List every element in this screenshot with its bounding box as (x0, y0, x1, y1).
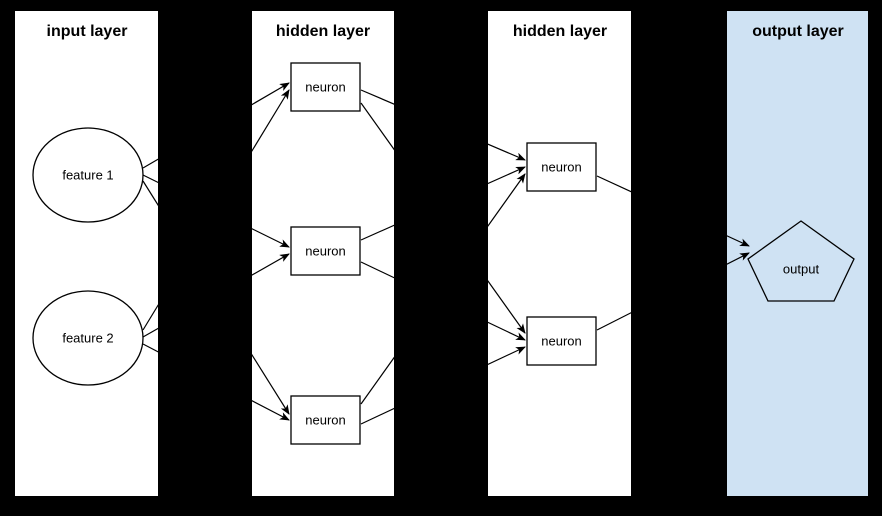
layer-title-hidden-layer-2: hidden layer (513, 23, 607, 40)
feature-2-circle[interactable] (32, 290, 144, 386)
connections-input-to-hidden1 (142, 82, 290, 421)
layer-title-input-layer: input layer (47, 23, 128, 40)
h2-neuron-2-label: neuron (541, 333, 581, 348)
node-h2-neuron-2[interactable]: neuron (526, 316, 597, 366)
feature-2-label: feature 2 (62, 330, 113, 345)
output-pentagon[interactable] (747, 220, 855, 302)
edge-h2-neuron-2-to-output-node[interactable] (596, 252, 750, 331)
edge-h2-neuron-1-to-output-node[interactable] (596, 175, 750, 247)
h2-neuron-2-box[interactable] (526, 316, 597, 366)
edge-h1-neuron-3-to-h2-neuron-2[interactable] (360, 346, 526, 425)
layer-panel-input-layer[interactable] (14, 10, 159, 497)
node-h2-neuron-1[interactable]: neuron (526, 142, 597, 192)
layer-panel-hidden-layer-2[interactable] (487, 10, 632, 497)
layer-panels (14, 10, 869, 497)
edge-feature-2-to-h1-neuron-2[interactable] (142, 253, 290, 338)
layer-titles: input layer hidden layer hidden layer ou… (47, 23, 844, 40)
edge-feature-1-to-h1-neuron-1[interactable] (142, 82, 290, 169)
edge-h1-neuron-2-to-h2-neuron-2[interactable] (360, 261, 526, 341)
edge-h1-neuron-2-to-h2-neuron-1[interactable] (360, 166, 526, 241)
h1-neuron-3-label: neuron (305, 412, 345, 427)
h1-neuron-1-label: neuron (305, 79, 345, 94)
edge-h1-neuron-3-to-h2-neuron-1[interactable] (360, 173, 526, 405)
edge-feature-2-to-h1-neuron-1[interactable] (142, 89, 290, 331)
h1-neuron-2-box[interactable] (290, 226, 361, 276)
connections-hidden2-to-output (596, 175, 750, 331)
h2-neuron-1-label: neuron (541, 159, 581, 174)
h1-neuron-3-box[interactable] (290, 395, 361, 445)
node-output[interactable]: output (747, 220, 855, 302)
output-layer-nodes: output (747, 220, 855, 302)
edge-feature-1-to-h1-neuron-3[interactable] (142, 180, 290, 415)
node-h1-neuron-1[interactable]: neuron (290, 62, 361, 112)
hidden-layer-1-nodes: neuron neuron neuron (290, 62, 361, 445)
h1-neuron-1-box[interactable] (290, 62, 361, 112)
layer-title-output-layer: output layer (752, 23, 844, 40)
feature-1-circle[interactable] (32, 127, 144, 223)
output-label: output (783, 261, 820, 276)
edge-feature-2-to-h1-neuron-3[interactable] (142, 343, 290, 421)
node-feature-1[interactable]: feature 1 (32, 127, 144, 223)
node-h1-neuron-2[interactable]: neuron (290, 226, 361, 276)
connections-hidden1-to-hidden2 (360, 89, 526, 425)
layer-title-hidden-layer-1: hidden layer (276, 23, 370, 40)
feature-1-label: feature 1 (62, 167, 113, 182)
input-layer-nodes: feature 1 feature 2 (32, 127, 144, 386)
node-feature-2[interactable]: feature 2 (32, 290, 144, 386)
hidden-layer-2-nodes: neuron neuron (526, 142, 597, 366)
edge-h1-neuron-1-to-h2-neuron-1[interactable] (360, 89, 526, 161)
h1-neuron-2-label: neuron (305, 243, 345, 258)
h2-neuron-1-box[interactable] (526, 142, 597, 192)
node-h1-neuron-3[interactable]: neuron (290, 395, 361, 445)
edge-h1-neuron-1-to-h2-neuron-2[interactable] (360, 102, 526, 334)
